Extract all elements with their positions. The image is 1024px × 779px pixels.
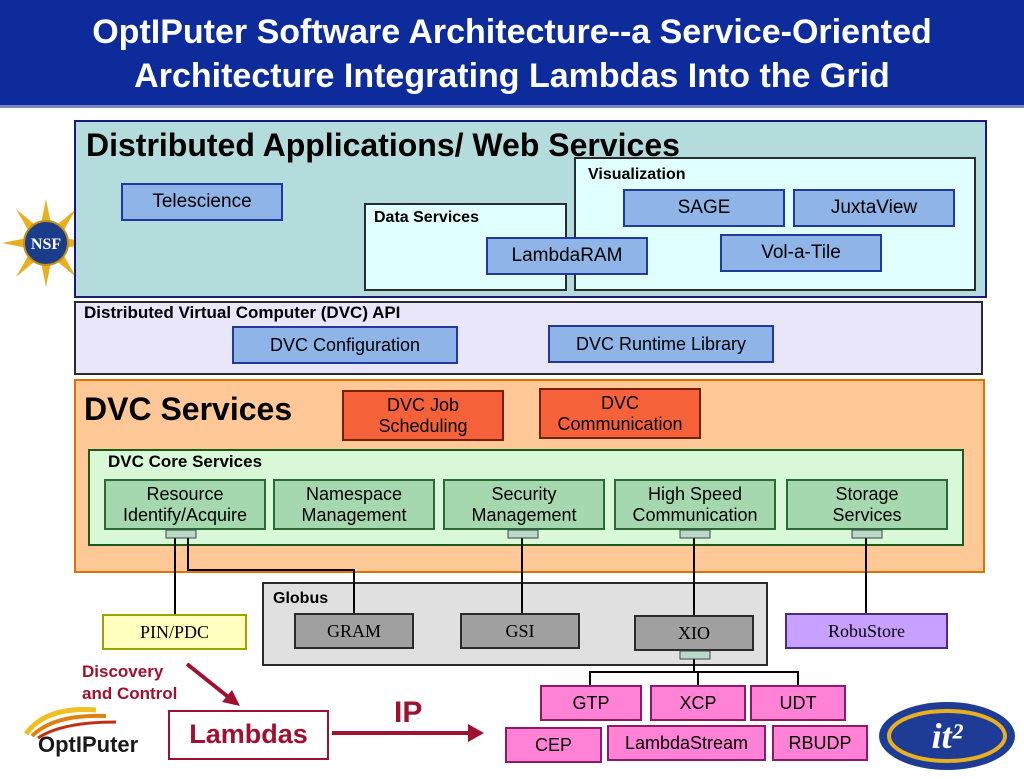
title-bar: OptIPuter Software Architecture--a Servi… <box>0 0 1024 108</box>
dvc-runtime-library-box: DVC Runtime Library <box>548 325 774 363</box>
lambdastream-box: LambdaStream <box>607 725 766 761</box>
discovery-label: Discovery and Control <box>82 661 177 705</box>
core-service-security-line-2: Management <box>471 504 577 525</box>
ip-label: IP <box>394 696 423 729</box>
xio-box: XIO <box>634 615 754 651</box>
visualization-label: Visualization <box>588 166 686 183</box>
dvc-job-scheduling-line-2: Scheduling <box>378 415 468 436</box>
xcp-box: XCP <box>650 685 746 721</box>
port-xio <box>679 650 711 660</box>
title-line-1: OptIPuter Software Architecture--a Servi… <box>92 13 932 51</box>
dvc-communication-box: DVC Communication <box>539 388 701 439</box>
discovery-line-2: and Control <box>82 684 178 703</box>
pin-pdc-box: PIN/PDC <box>102 614 247 650</box>
title-line-2: Architecture Integrating Lambdas Into th… <box>134 57 890 95</box>
robustore-box: RobuStore <box>785 613 948 649</box>
core-service-resource: Resource Identify/Acquire <box>104 479 266 530</box>
dvc-job-scheduling-box: DVC Job Scheduling <box>342 390 504 441</box>
ip-arrowhead <box>468 724 484 742</box>
gsi-box: GSI <box>460 613 580 649</box>
dvc-api-heading: Distributed Virtual Computer (DVC) API <box>84 303 401 322</box>
core-service-high-speed: High Speed Communication <box>614 479 776 530</box>
it2-logo: it² <box>874 694 1020 774</box>
data-services-label: Data Services <box>374 209 479 226</box>
optiputer-logo: OptIPuter <box>6 700 154 772</box>
nsf-logo: NSF <box>0 196 97 290</box>
line-xio-protocols <box>589 659 695 685</box>
cep-box: CEP <box>505 727 602 763</box>
dvc-communication-line-2: Communication <box>557 413 683 434</box>
port-security <box>507 529 539 539</box>
dvc-api-panel <box>74 301 983 375</box>
globus-heading: Globus <box>273 590 329 607</box>
core-service-resource-line-1: Resource <box>146 483 224 504</box>
telescience-box: Telescience <box>121 183 283 221</box>
gtp-box: GTP <box>540 685 642 721</box>
dvc-communication-line-1: DVC <box>600 392 639 413</box>
port-storage <box>851 529 883 539</box>
discovery-line-1: Discovery <box>82 662 164 681</box>
lambdaram-box: LambdaRAM <box>486 237 648 275</box>
optiputer-logo-text: OptIPuter <box>38 732 139 757</box>
dvc-services-heading: DVC Services <box>84 391 293 427</box>
core-service-resource-line-2: Identify/Acquire <box>122 504 248 525</box>
dvc-job-scheduling-line-1: DVC Job <box>386 394 460 415</box>
core-service-namespace-line-2: Management <box>301 504 407 525</box>
core-service-high-speed-line-2: Communication <box>632 504 758 525</box>
core-service-high-speed-line-1: High Speed <box>647 483 743 504</box>
port-highspeed <box>679 529 711 539</box>
slide-title: OptIPuter Software Architecture--a Servi… <box>0 10 1024 98</box>
gram-box: GRAM <box>294 613 414 649</box>
dvc-core-services-heading: DVC Core Services <box>108 452 263 471</box>
port-resource <box>165 529 197 539</box>
vol-a-tile-box: Vol-a-Tile <box>720 234 882 272</box>
sage-box: SAGE <box>623 189 785 227</box>
core-service-namespace: Namespace Management <box>273 479 435 530</box>
line-xio-udt <box>698 671 799 685</box>
juxtaview-box: JuxtaView <box>793 189 955 227</box>
line-xio-xcp <box>694 671 699 685</box>
lambdas-box: Lambdas <box>168 710 329 760</box>
it2-logo-text: it² <box>932 716 964 756</box>
core-service-security-line-1: Security <box>491 483 557 504</box>
core-service-storage: Storage Services <box>786 479 948 530</box>
core-service-namespace-line-1: Namespace <box>305 483 403 504</box>
dvc-configuration-box: DVC Configuration <box>232 326 458 364</box>
discovery-arrowhead <box>222 690 240 706</box>
core-service-security: Security Management <box>443 479 605 530</box>
udt-box: UDT <box>750 685 846 721</box>
line-resource-gram <box>187 537 355 613</box>
rbudp-box: RBUDP <box>772 725 868 761</box>
core-service-storage-line-2: Services <box>832 504 902 525</box>
core-service-storage-line-1: Storage <box>835 483 899 504</box>
nsf-logo-text: NSF <box>31 236 61 253</box>
discovery-arrow <box>185 662 234 702</box>
